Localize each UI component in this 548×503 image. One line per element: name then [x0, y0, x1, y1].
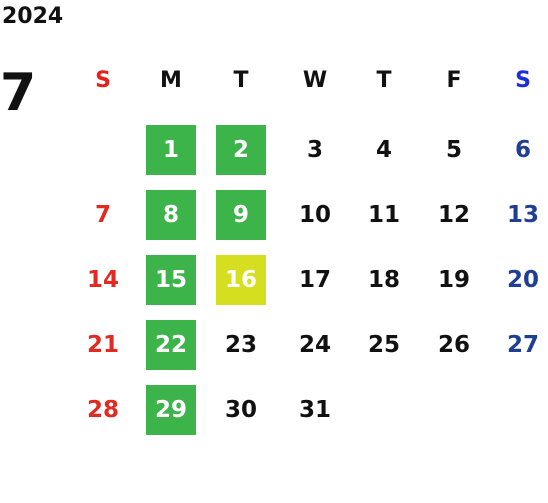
day-cell[interactable]: 29 — [146, 385, 196, 435]
day-cell[interactable]: 16 — [216, 255, 266, 305]
day-cell[interactable]: 21 — [86, 332, 119, 358]
day-cell[interactable]: 10 — [298, 202, 331, 228]
day-cell[interactable]: 13 — [506, 202, 539, 228]
weekday-header-sunday: S — [95, 68, 111, 93]
day-cell[interactable]: 6 — [514, 137, 531, 163]
weekday-header-friday: F — [446, 68, 462, 93]
year-label: 2024 — [2, 4, 64, 29]
day-cell[interactable]: 7 — [94, 202, 111, 228]
day-cell[interactable]: 25 — [367, 332, 400, 358]
day-cell[interactable]: 18 — [367, 267, 400, 293]
day-cell[interactable]: 2 — [216, 125, 266, 175]
weekday-header-tuesday: T — [233, 68, 249, 93]
weekday-header-wednesday: W — [302, 68, 328, 93]
day-cell[interactable]: 15 — [146, 255, 196, 305]
day-cell[interactable]: 1 — [146, 125, 196, 175]
day-cell[interactable]: 23 — [224, 332, 257, 358]
weekday-header-thursday: T — [376, 68, 392, 93]
day-cell[interactable]: 20 — [506, 267, 539, 293]
day-cell[interactable]: 31 — [298, 397, 331, 423]
day-cell[interactable]: 30 — [224, 397, 257, 423]
weekday-header-saturday: S — [515, 68, 531, 93]
weekday-header-monday: M — [160, 68, 182, 93]
day-cell[interactable]: 24 — [298, 332, 331, 358]
day-cell[interactable]: 26 — [437, 332, 470, 358]
day-cell[interactable]: 8 — [146, 190, 196, 240]
day-cell[interactable]: 17 — [298, 267, 331, 293]
month-label: 7 — [0, 63, 37, 123]
day-cell[interactable]: 5 — [445, 137, 462, 163]
day-cell[interactable]: 28 — [86, 397, 119, 423]
day-cell[interactable]: 12 — [437, 202, 470, 228]
day-cell[interactable]: 27 — [506, 332, 539, 358]
day-cell[interactable]: 9 — [216, 190, 266, 240]
day-cell[interactable]: 3 — [306, 137, 323, 163]
day-cell[interactable]: 4 — [375, 137, 392, 163]
day-cell[interactable]: 22 — [146, 320, 196, 370]
day-cell[interactable]: 11 — [367, 202, 400, 228]
day-cell[interactable]: 14 — [86, 267, 119, 293]
day-cell[interactable]: 19 — [437, 267, 470, 293]
